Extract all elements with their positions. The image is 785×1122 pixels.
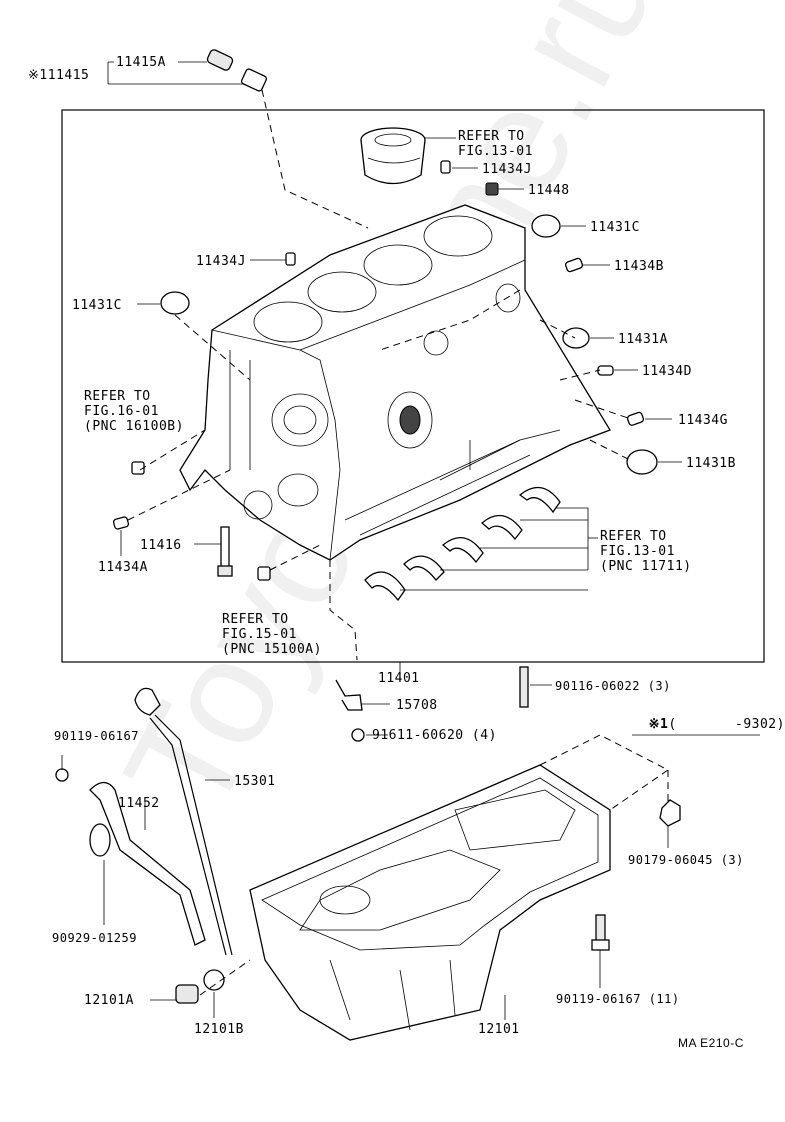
label-15301[interactable]: 15301 (234, 774, 276, 789)
dipstick-guide-11452-icon (55, 768, 206, 946)
11434a-pin-icon (112, 516, 130, 530)
label-12101a[interactable]: 12101A (84, 993, 134, 1008)
11448-plug-icon (485, 182, 499, 196)
label-91611[interactable]: 91611-60620 (4) (372, 728, 497, 743)
label-11431b[interactable]: 11431B (686, 456, 736, 471)
11431c-right-plug-icon (531, 214, 561, 238)
label-90929[interactable]: 90929-01259 (52, 931, 137, 945)
label-11401[interactable]: 11401 (378, 671, 420, 686)
label-11448[interactable]: 11448 (528, 183, 570, 198)
label-90119-bottom[interactable]: 90119-06167 (11) (556, 992, 680, 1006)
16100b-pin-icon (131, 461, 145, 475)
label-11434b[interactable]: 11434B (614, 259, 664, 274)
label-11431c-left[interactable]: 11431C (72, 298, 122, 313)
label-111415[interactable]: ※111415 (28, 68, 90, 83)
label-90119-top[interactable]: 90119-06167 (54, 729, 139, 743)
refer-bearing-note: REFER TO FIG.13-01 (PNC 11711) (600, 529, 692, 574)
dipstick-15301-icon (134, 687, 233, 956)
label-11434d[interactable]: 11434D (642, 364, 692, 379)
90119-bottom-bolt-icon (591, 914, 610, 951)
crankshaft-bearing-icon (364, 486, 561, 602)
label-90116[interactable]: 90116-06022 (3) (555, 679, 671, 693)
note-symbol: ※1 (648, 717, 669, 732)
11434j-left-pin-icon (285, 252, 296, 266)
note-9302: ※1( -9302) (632, 702, 785, 732)
refer-fig16-note: REFER TO FIG.16-01 (PNC 16100B) (84, 389, 184, 434)
drain-plug-11415a-icon (206, 49, 268, 92)
footer-code: MA E210-C (678, 1036, 744, 1050)
label-11431c-right[interactable]: 11431C (590, 220, 640, 235)
refer-fig15-note: REFER TO FIG.15-01 (PNC 15100A) (222, 612, 322, 657)
11431c-left-plug-icon (160, 291, 190, 315)
label-11415a[interactable]: 11415A (116, 55, 166, 70)
label-12101b[interactable]: 12101B (194, 1022, 244, 1037)
piston-icon (360, 127, 426, 185)
11434j-top-pin-icon (440, 160, 451, 174)
label-11434a[interactable]: 11434A (98, 560, 148, 575)
11434g-pin-icon (626, 411, 645, 426)
label-12101[interactable]: 12101 (478, 1022, 520, 1037)
label-15708[interactable]: 15708 (396, 698, 438, 713)
11434b-pin-icon (564, 257, 584, 273)
label-11434g[interactable]: 11434G (678, 413, 728, 428)
drain-plug-12101a-icon (175, 984, 199, 1004)
11434d-pin-icon (597, 365, 614, 376)
label-11431a[interactable]: 11431A (618, 332, 668, 347)
90179-nut-icon (659, 799, 681, 827)
refer-piston-note: REFER TO FIG.13-01 (458, 129, 533, 159)
11431a-plug-icon (562, 327, 590, 349)
label-11452[interactable]: 11452 (118, 796, 160, 811)
111415-bracket (107, 61, 246, 85)
note-text: ( -9302) (668, 717, 785, 732)
90116-stud-icon (519, 666, 529, 708)
cylinder-block-icon (179, 204, 611, 561)
11431b-plug-icon (626, 449, 658, 475)
11416-bolt-icon (217, 526, 233, 577)
oil-pan-12101-icon (249, 764, 611, 1041)
label-11416[interactable]: 11416 (140, 538, 182, 553)
cylinder-block-frame (61, 109, 765, 663)
label-11434j-top[interactable]: 11434J (482, 162, 532, 177)
15100a-pin-icon (257, 566, 271, 581)
gasket-12101b-icon (203, 969, 225, 991)
label-11434j-left[interactable]: 11434J (196, 254, 246, 269)
15708-bracket-icon (335, 679, 365, 742)
label-90179[interactable]: 90179-06045 (3) (628, 853, 744, 867)
